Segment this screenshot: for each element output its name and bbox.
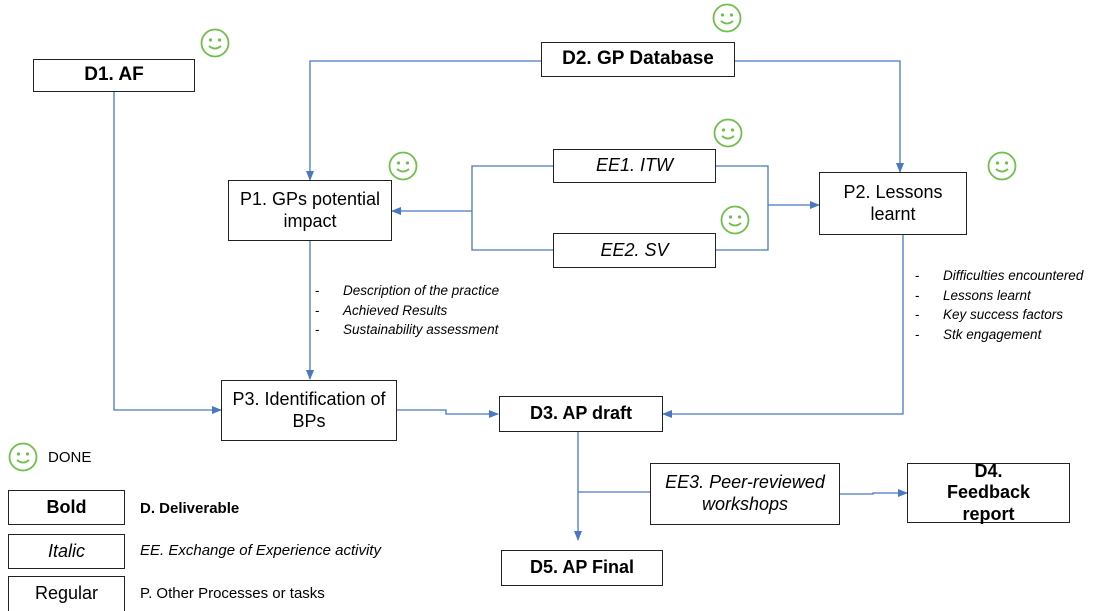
connector-p2-d3 xyxy=(662,235,904,418)
legend-bold-sample: Bold xyxy=(8,490,125,525)
legend-italic-desc: EE. Exchange of Experience activity xyxy=(140,542,381,559)
legend-regular-sample: Regular xyxy=(8,576,125,611)
node-d4-feedback-report: D4. Feedback report xyxy=(907,461,1070,524)
list-item: Description of the practice xyxy=(315,281,499,301)
node-d1-af: D1. AF xyxy=(33,59,195,92)
node-p2-lessons-learnt: P2. Lessons learnt xyxy=(819,172,967,235)
node-d5-ap-final: D5. AP Final xyxy=(501,550,663,586)
connector-ee-p1 xyxy=(471,165,553,251)
connector-d2-p2 xyxy=(735,60,904,173)
connector-ee3-d4 xyxy=(840,489,908,497)
legend-regular-desc: P. Other Processes or tasks xyxy=(140,585,325,602)
connector-d2-p1 xyxy=(306,60,541,181)
node-p1-gps-potential-impact: P1. GPs potential impact xyxy=(228,180,392,241)
smiley-face-icon xyxy=(713,118,743,148)
smiley-face-icon xyxy=(987,151,1017,181)
node-ee1-itw: EE1. ITW xyxy=(553,149,716,183)
node-ee2-sv: EE2. SV xyxy=(553,233,716,268)
p1-outputs-list: Description of the practice Achieved Res… xyxy=(315,281,499,340)
smiley-face-icon xyxy=(388,151,418,181)
smiley-face-icon xyxy=(200,28,230,58)
list-item: Key success factors xyxy=(915,305,1083,325)
node-ee3-peer-reviewed-workshops: EE3. Peer-reviewed workshops xyxy=(650,463,840,525)
connector-p3-d3 xyxy=(397,409,499,418)
node-d2-gp-database: D2. GP Database xyxy=(541,42,735,77)
list-item: Lessons learnt xyxy=(915,286,1083,306)
list-item: Difficulties encountered xyxy=(915,266,1083,286)
smiley-face-icon xyxy=(720,205,750,235)
legend-smiley-face-icon xyxy=(8,442,38,472)
node-p3-identification-of-bps: P3. Identification of BPs xyxy=(221,380,397,441)
legend-italic-sample: Italic xyxy=(8,534,125,569)
connector-ee-p2 xyxy=(716,165,769,251)
legend-bold-desc: D. Deliverable xyxy=(140,500,240,517)
connector-d1-p3 xyxy=(113,91,222,414)
legend-done-label: DONE xyxy=(48,449,92,466)
list-item: Sustainability assessment xyxy=(315,320,499,340)
p2-outputs-list: Difficulties encountered Lessons learnt … xyxy=(915,266,1083,344)
list-item: Stk engagement xyxy=(915,325,1083,345)
node-d3-ap-draft: D3. AP draft xyxy=(499,396,663,432)
list-item: Achieved Results xyxy=(315,301,499,321)
smiley-face-icon xyxy=(712,3,742,33)
